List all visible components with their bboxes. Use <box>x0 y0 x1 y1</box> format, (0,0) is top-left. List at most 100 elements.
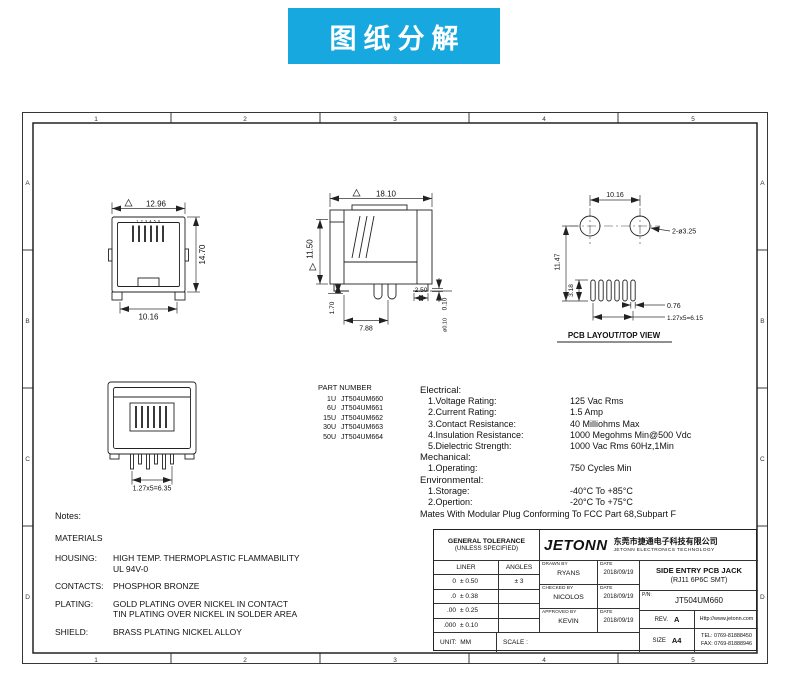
approved-by-cell: APPROVED BY KEVIN <box>539 608 597 632</box>
note-item: SHIELD: BRASS PLATING NICKEL ALLOY <box>55 626 242 637</box>
dim-pcb-offset: 3.18 <box>568 284 575 297</box>
title-block: GENERAL TOLERANCE (UNLESS SPECIFIED) JET… <box>433 529 758 652</box>
pcb-layout-view: 10.16 2-ø3.25 11.47 3.18 0.76 1.27x5=6.1… <box>555 192 703 343</box>
angles-header: ANGLES <box>498 560 539 574</box>
spec-footer: Mates With Modular Plug Conforming To FC… <box>420 509 676 520</box>
ruler-col: 5 <box>691 657 695 664</box>
ruler-col: 3 <box>393 116 397 123</box>
dim-front-bottom: 10.16 <box>138 313 159 322</box>
dim-pcb-hole-span: 10.16 <box>606 192 624 199</box>
angle-cell <box>498 588 539 603</box>
drawing-canvas: 1 2 3 4 5 1 2 3 4 5 A B C D A B C D 1 2 … <box>22 112 768 664</box>
ruler-col: 4 <box>542 657 546 664</box>
company-name-cn: 东莞市捷通电子科技有限公司 <box>613 536 718 546</box>
ruler-col: 4 <box>542 116 546 123</box>
dim-bottom-pins: 1.27x5=6.35 <box>133 486 172 493</box>
unit-cell: UNIT:MM <box>434 632 496 652</box>
pin-numbers: 1 2 3 4 5 6 <box>136 219 161 223</box>
ruler-col: 2 <box>243 116 247 123</box>
revision-triangle-icon <box>124 198 133 207</box>
website-cell: Http://www.jetonn.com <box>694 610 758 628</box>
dim-pcb-height: 11.47 <box>555 253 562 270</box>
ruler-row: B <box>25 318 29 325</box>
ruler-row: A <box>760 180 765 187</box>
ruler-col: 5 <box>691 116 695 123</box>
side-view: 18.10 11.50 1.70 7.88 2.50 0.10 ø0.10 <box>306 188 452 333</box>
ruler-row: C <box>760 456 765 463</box>
pcb-view-caption: PCB LAYOUT/TOP VIEW <box>568 331 661 340</box>
notes-title: Notes: <box>55 511 82 521</box>
dim-side-gap: 2.50 <box>415 287 428 294</box>
drawn-by-cell: DRAWN BY RYANS <box>539 560 597 584</box>
spec-section-title: Electrical: <box>420 385 462 396</box>
revision-cell: REV. A <box>639 610 694 628</box>
tolerance-row: 0± 0.50 <box>434 574 498 589</box>
dim-side-leg: 1.70 <box>329 301 336 314</box>
drawn-date-cell: DATE 2018/09/19 <box>597 560 639 584</box>
general-tolerance-header: GENERAL TOLERANCE (UNLESS SPECIFIED) <box>447 538 526 552</box>
revision-triangle-icon <box>352 188 361 197</box>
checked-date-cell: DATE 2018/09/19 <box>597 584 639 608</box>
sheet-frame: 1 2 3 4 5 1 2 3 4 5 A B C D A B C D <box>22 112 768 664</box>
spec-row: 5.Dielectric Strength:1000 Vac Rms 60Hz,… <box>428 441 674 452</box>
notes: Notes: MATERIALS HOUSING: HIGH TEMP. THE… <box>55 511 300 644</box>
spec-row: 2.Opertion:-20°C To +75°C <box>428 497 633 508</box>
ruler-row: B <box>760 318 764 325</box>
banner: 图纸分解 <box>288 8 500 64</box>
jetonn-logo: JETONN <box>544 536 608 554</box>
ruler-row: D <box>25 594 30 601</box>
spec-row: 1.Voltage Rating:125 Vac Rms <box>428 396 624 407</box>
angle-cell: ± 3 <box>498 574 539 589</box>
dim-side-height: 11.50 <box>306 239 315 259</box>
notes-materials: MATERIALS <box>55 533 103 543</box>
ruler-row: A <box>25 180 30 187</box>
front-view: 1 2 3 4 5 6 12.96 14.70 10.16 <box>108 198 207 322</box>
spec-row: 3.Contact Resistance:40 Milliohms Max <box>428 418 640 429</box>
spec-section-title: Mechanical: <box>420 452 471 464</box>
dim-pcb-pad-span: 1.27x5=6.15 <box>667 315 703 322</box>
note-item: PLATING: GOLD PLATING OVER NICKEL IN CON… <box>55 598 298 620</box>
tolerance-row: .00± 0.25 <box>434 603 498 618</box>
ruler-col: 1 <box>94 657 98 664</box>
spec-row: 1.Operating:750 Cycles Min <box>428 463 632 474</box>
note-item: HOUSING: HIGH TEMP. THERMOPLASTIC FLAMMA… <box>55 553 300 574</box>
dim-pcb-holes: 2-ø3.25 <box>672 229 696 236</box>
drawing-sheet: 1 2 3 4 5 1 2 3 4 5 A B C D A B C D 1 2 … <box>22 112 768 664</box>
dim-side-depth: 7.88 <box>359 326 373 333</box>
ruler-row: D <box>760 594 765 601</box>
dim-front-height: 14.70 <box>198 244 207 265</box>
drawing-title-cell: SIDE ENTRY PCB JACK (RJ11 6P6C SMT) <box>639 560 758 590</box>
dim-pcb-pad-width: 0.76 <box>667 303 681 310</box>
dim-side-width: 18.10 <box>376 190 397 199</box>
note-item: CONTACTS: PHOSPHOR BRONZE <box>55 581 200 591</box>
bottom-view: 1.27x5=6.35 <box>107 381 197 493</box>
company-name-en: JETONN ELECTRONICS TECHNOLOGY <box>613 547 715 553</box>
part-table-header: PART NUMBER <box>318 383 372 392</box>
spec-row: 2.Current Rating:1.5 Amp <box>428 407 604 418</box>
angle-cell <box>498 603 539 618</box>
checked-by-cell: CHECKED BY NICOLOS <box>539 584 597 608</box>
spec-row: 1.Storage:-40°C To +85°C <box>428 485 633 496</box>
banner-title: 图纸分解 <box>329 23 466 54</box>
contact-cell: TEL: 0769-81888450 FAX: 0769-81888946 <box>694 628 758 652</box>
dim-side-tolerance: ø0.10 <box>443 318 449 332</box>
liner-header: LINER <box>434 560 498 574</box>
dim-front-width: 12.96 <box>146 200 167 209</box>
tolerance-row: .000± 0.10 <box>434 617 498 633</box>
revision-triangle-icon <box>308 262 317 271</box>
spec-row: 4.Insulation Resistance:1000 Megohms Min… <box>428 429 692 440</box>
company-cell: JETONN 东莞市捷通电子科技有限公司 JETONN ELECTRONICS … <box>539 530 758 560</box>
tolerance-row: .0± 0.38 <box>434 588 498 604</box>
dim-side-coplanarity: 0.10 <box>442 297 449 310</box>
ruler-col: 1 <box>94 116 98 123</box>
ruler-row: C <box>25 456 30 463</box>
angle-cell <box>498 617 539 632</box>
ruler-col: 2 <box>243 657 247 664</box>
specifications: Electrical: 1.Voltage Rating:125 Vac Rms… <box>420 385 716 520</box>
